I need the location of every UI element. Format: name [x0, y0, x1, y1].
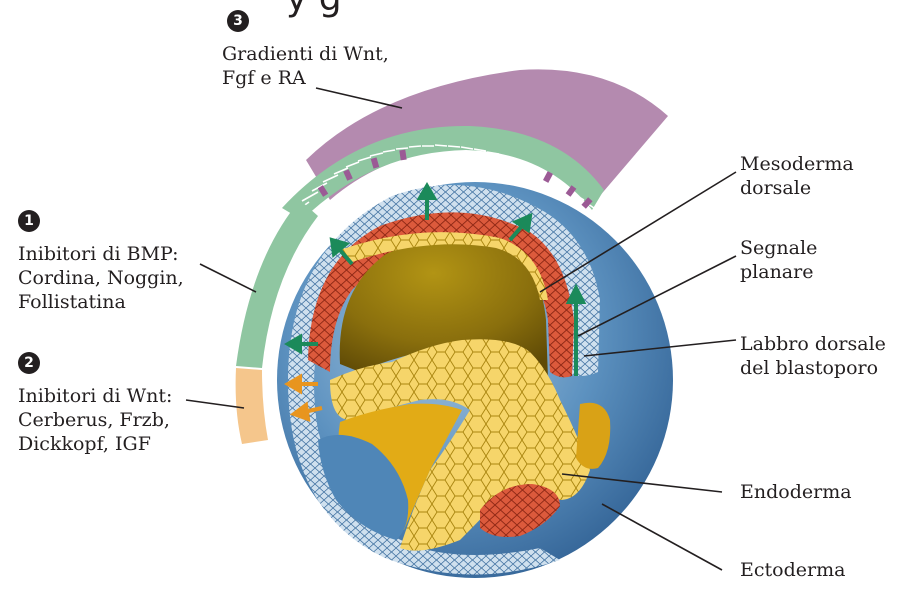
label-dorsal-mesoderm: Mesoderma dorsale — [740, 152, 854, 200]
label-dorsal-lip: Labbro dorsale del blastoporo — [740, 332, 886, 380]
label-ectoderm: Ectoderma — [740, 558, 845, 582]
label-endoderm: Endoderma — [740, 480, 852, 504]
badge-three: 3 — [227, 10, 249, 32]
label-wnt-gradient: Gradienti di Wnt, Fgf e RA — [222, 42, 389, 90]
label-bmp-inhibitors: Inibitori di BMP: Cordina, Noggin, Folli… — [18, 242, 184, 314]
label-planar-signal: Segnale planare — [740, 236, 817, 284]
label-wnt-inhibitors: Inibitori di Wnt: Cerberus, Frzb, Dickko… — [18, 384, 172, 456]
badge-two: 2 — [18, 352, 40, 374]
badge-one: 1 — [18, 210, 40, 232]
wnt-inhibitor-arc — [236, 368, 268, 444]
